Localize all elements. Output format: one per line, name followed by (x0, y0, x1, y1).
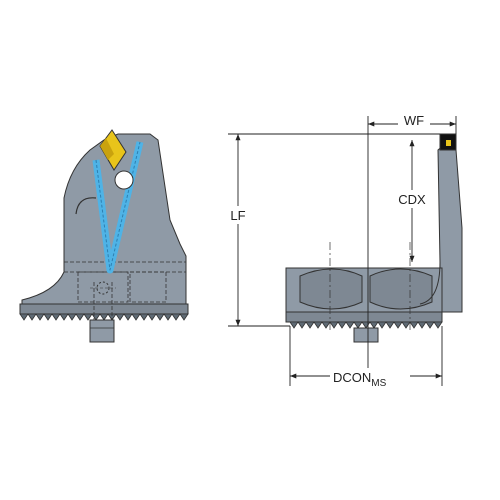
front-view (285, 133, 463, 343)
front-view-serrations (289, 321, 443, 329)
side-view-base-plate (19, 303, 189, 315)
side-view (19, 129, 189, 343)
side-view-shank (89, 319, 115, 343)
front-view-shank (353, 327, 379, 343)
wf-label: WF (404, 113, 424, 128)
side-view-center-bolt (96, 281, 110, 295)
dcon-label: DCONMS (333, 370, 387, 389)
dimensions (228, 116, 457, 386)
cdx-label: CDX (398, 192, 426, 207)
front-view-base-plate (285, 311, 443, 323)
front-view-pockets (299, 268, 433, 310)
side-view-hidden-lines (64, 261, 186, 320)
screw-hole (114, 170, 134, 190)
clamp-spring (75, 197, 97, 215)
side-view-serrations (19, 313, 189, 321)
dcon-subscript: MS (371, 378, 386, 389)
lf-label: LF (230, 208, 245, 223)
